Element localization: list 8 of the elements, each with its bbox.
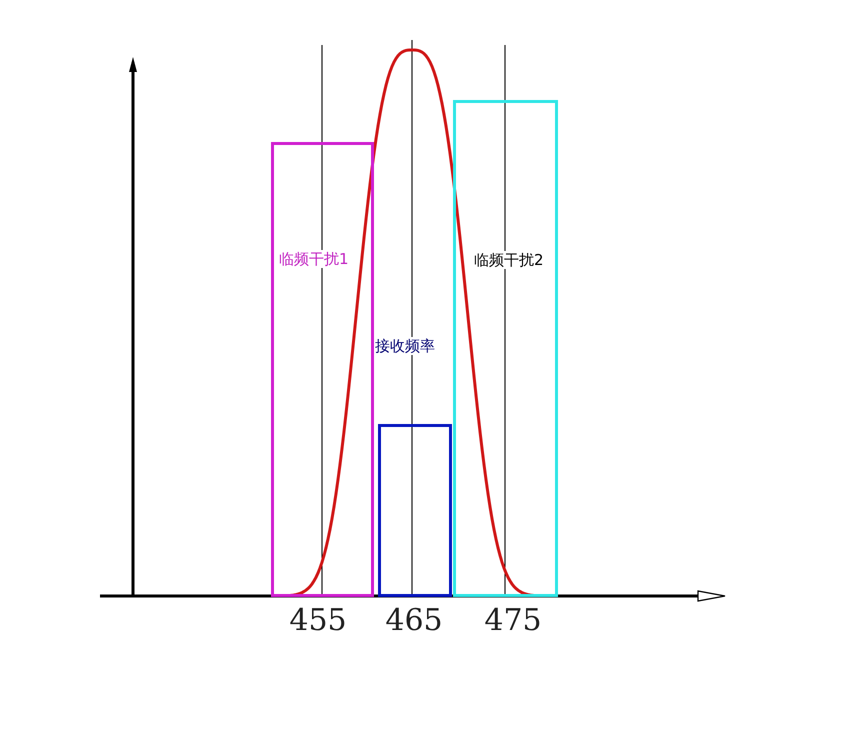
interference-box (271, 142, 374, 597)
tick-label: 475 (484, 604, 542, 638)
box-label: 临频干扰2 (474, 251, 544, 269)
frequency-label: 接收频率 (375, 337, 435, 355)
tick-label: 455 (289, 604, 347, 638)
interference-box (453, 100, 558, 597)
box-label: 临频干扰1 (279, 250, 349, 268)
tick-label: 465 (385, 604, 443, 638)
